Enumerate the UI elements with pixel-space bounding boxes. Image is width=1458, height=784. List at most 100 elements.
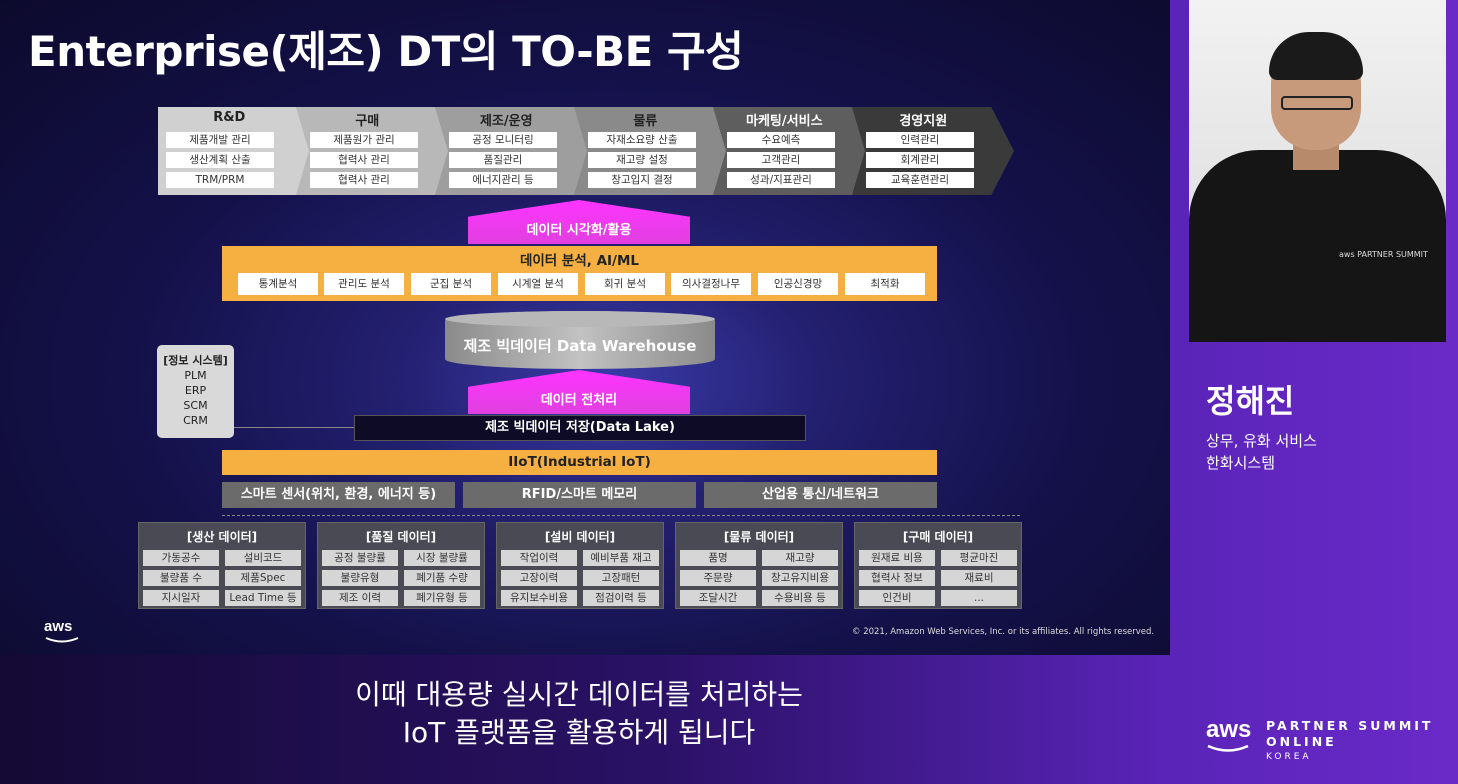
data-item: 주문량 [680, 570, 756, 586]
aws-logo: aws [1206, 716, 1252, 743]
data-box-equipment: [설비 데이터] 작업이력 예비부품 재고 고장이력 고장패턴 유지보수비용 점… [496, 522, 664, 609]
branding-text: PARTNER SUMMIT ONLINE [1266, 718, 1433, 750]
chain-item: 제품개발 관리 [166, 132, 274, 148]
chain-item: 고객관리 [727, 152, 835, 168]
arrow-label: 데이터 전처리 [540, 393, 618, 408]
value-chain: R&D 제품개발 관리 생산계획 산출 TRM/PRM 구매 제품원가 관리 협… [158, 107, 1014, 195]
chain-step-management: 경영지원 인력관리 회계관리 교육훈련관리 [852, 107, 1014, 195]
data-item: 가동공수 [143, 550, 219, 566]
data-item: 유지보수비용 [501, 590, 577, 606]
chain-step-rnd: R&D 제품개발 관리 생산계획 산출 TRM/PRM [158, 107, 320, 195]
data-item: Lead Time 등 [225, 590, 301, 606]
speaker-hair [1269, 32, 1363, 80]
caption-line2: IoT 플랫폼을 활용하게 됩니다 [402, 716, 756, 749]
data-item: 창고유지비용 [762, 570, 838, 586]
info-system-title: [정보 시스템] [163, 354, 228, 367]
data-item: ... [941, 590, 1017, 606]
data-box-title: [구매 데이터] [902, 530, 974, 544]
speaker-role-line2: 한화시스템 [1206, 454, 1276, 472]
sensor-network: 산업용 통신/네트워크 [704, 482, 937, 508]
chain-item: 협력사 관리 [310, 152, 418, 168]
data-item: 수용비용 등 [762, 590, 838, 606]
caption-line1: 이때 대용량 실시간 데이터를 처리하는 [355, 678, 803, 711]
data-item: 폐기유형 등 [404, 590, 480, 606]
chain-item: 협력사 관리 [310, 172, 418, 188]
data-item: 예비부품 재고 [583, 550, 659, 566]
chain-item: 창고입지 결정 [588, 172, 696, 188]
data-box-logistics: [물류 데이터] 품명 재고량 주문량 창고유지비용 조달시간 수용비용 등 [675, 522, 843, 609]
chain-item: 재고량 설정 [588, 152, 696, 168]
info-system-item: PLM [184, 369, 207, 382]
chain-item: 공정 모니터링 [449, 132, 557, 148]
analysis-item: 시계열 분석 [498, 273, 578, 295]
data-item: 제조 이력 [322, 590, 398, 606]
chain-item: 생산계획 산출 [166, 152, 274, 168]
data-item: 평균마진 [941, 550, 1017, 566]
chain-step-logistics: 물류 자재소요량 산출 재고량 설정 창고입지 결정 [574, 107, 736, 195]
arrow-label: 데이터 시각화/활용 [526, 223, 632, 238]
analysis-item: 최적화 [845, 273, 925, 295]
slide-title: Enterprise(제조) DT의 TO-BE 구성 [28, 27, 744, 76]
data-item: 원재료 비용 [859, 550, 935, 566]
chain-item: 성과/지표관리 [727, 172, 835, 188]
data-item: 재료비 [941, 570, 1017, 586]
chain-step-title: 경영지원 [899, 114, 948, 129]
copyright-text: © 2021, Amazon Web Services, Inc. or its… [852, 627, 1155, 637]
dashed-connector [222, 515, 1020, 516]
data-box-production: [생산 데이터] 가동공수 설비코드 불량품 수 제품Spec 지시일자 Lea… [138, 522, 306, 609]
data-item: 품명 [680, 550, 756, 566]
data-item: 협력사 정보 [859, 570, 935, 586]
chain-item: 자재소요량 산출 [588, 132, 696, 148]
aws-smile-icon [1207, 744, 1249, 752]
data-box-purchase: [구매 데이터] 원재료 비용 평균마진 협력사 정보 재료비 인건비 ... [854, 522, 1022, 609]
speaker-name: 정해진 [1206, 382, 1295, 420]
data-item: 설비코드 [225, 550, 301, 566]
chain-item: 에너지관리 등 [449, 172, 557, 188]
chain-step-title: 제조/운영 [479, 114, 533, 129]
data-item: 재고량 [762, 550, 838, 566]
analysis-bar: 데이터 분석, AI/ML 통계분석 관리도 분석 군집 분석 시계열 분석 회… [222, 246, 937, 301]
speaker-glasses [1281, 96, 1353, 110]
speaker-role: 상무, 유화 서비스 한화시스템 [1206, 430, 1317, 474]
data-box-title: [품질 데이터] [365, 530, 437, 544]
chain-item: 제품원가 관리 [310, 132, 418, 148]
presentation-slide: Enterprise(제조) DT의 TO-BE 구성 R&D 제품개발 관리 … [0, 0, 1170, 655]
data-item: 고장이력 [501, 570, 577, 586]
chain-step-marketing: 마케팅/서비스 수요예측 고객관리 성과/지표관리 [713, 107, 875, 195]
data-item: 조달시간 [680, 590, 756, 606]
info-system-item: SCM [183, 399, 208, 412]
chain-item: 인력관리 [866, 132, 974, 148]
sensor-rfid: RFID/스마트 메모리 [463, 482, 696, 508]
data-item: 고장패턴 [583, 570, 659, 586]
arrow-preprocessing: 데이터 전처리 [468, 370, 690, 414]
data-item: 작업이력 [501, 550, 577, 566]
sensor-smart: 스마트 센서(위치, 환경, 에너지 등) [222, 482, 455, 508]
chain-item: TRM/PRM [166, 172, 274, 188]
analysis-item: 인공신경망 [758, 273, 838, 295]
chain-step-manufacturing: 제조/운영 공정 모니터링 품질관리 에너지관리 등 [435, 107, 597, 195]
data-item: 인건비 [859, 590, 935, 606]
chain-step-title: 구매 [355, 114, 380, 129]
chain-step-title: 마케팅/서비스 [746, 114, 823, 129]
connector-line [234, 427, 354, 428]
chain-item: 품질관리 [449, 152, 557, 168]
subtitle-caption: 이때 대용량 실시간 데이터를 처리하는 IoT 플랫폼을 활용하게 됩니다 [0, 676, 1158, 752]
analysis-item: 회귀 분석 [585, 273, 665, 295]
chain-item: 회계관리 [866, 152, 974, 168]
warehouse-label: 제조 빅데이터 Data Warehouse [463, 337, 697, 355]
data-item: 제품Spec [225, 570, 301, 586]
data-item: 점검이력 등 [583, 590, 659, 606]
aws-smile-icon [45, 637, 79, 643]
branding-line2: ONLINE [1266, 734, 1337, 749]
data-item: 불량유형 [322, 570, 398, 586]
chain-step-title: 물류 [633, 114, 658, 129]
branding-line1: PARTNER SUMMIT [1266, 718, 1434, 733]
arrow-visualization: 데이터 시각화/활용 [468, 200, 690, 244]
analysis-item: 관리도 분석 [324, 273, 404, 295]
data-item: 폐기품 수량 [404, 570, 480, 586]
data-box-title: [물류 데이터] [723, 530, 795, 544]
data-item: 시장 불량률 [404, 550, 480, 566]
data-item: 불량품 수 [143, 570, 219, 586]
data-lake-bar: 제조 빅데이터 저장(Data Lake) [354, 415, 806, 441]
data-box-quality: [품질 데이터] 공정 불량률 시장 불량률 불량유형 폐기품 수량 제조 이력… [317, 522, 485, 609]
